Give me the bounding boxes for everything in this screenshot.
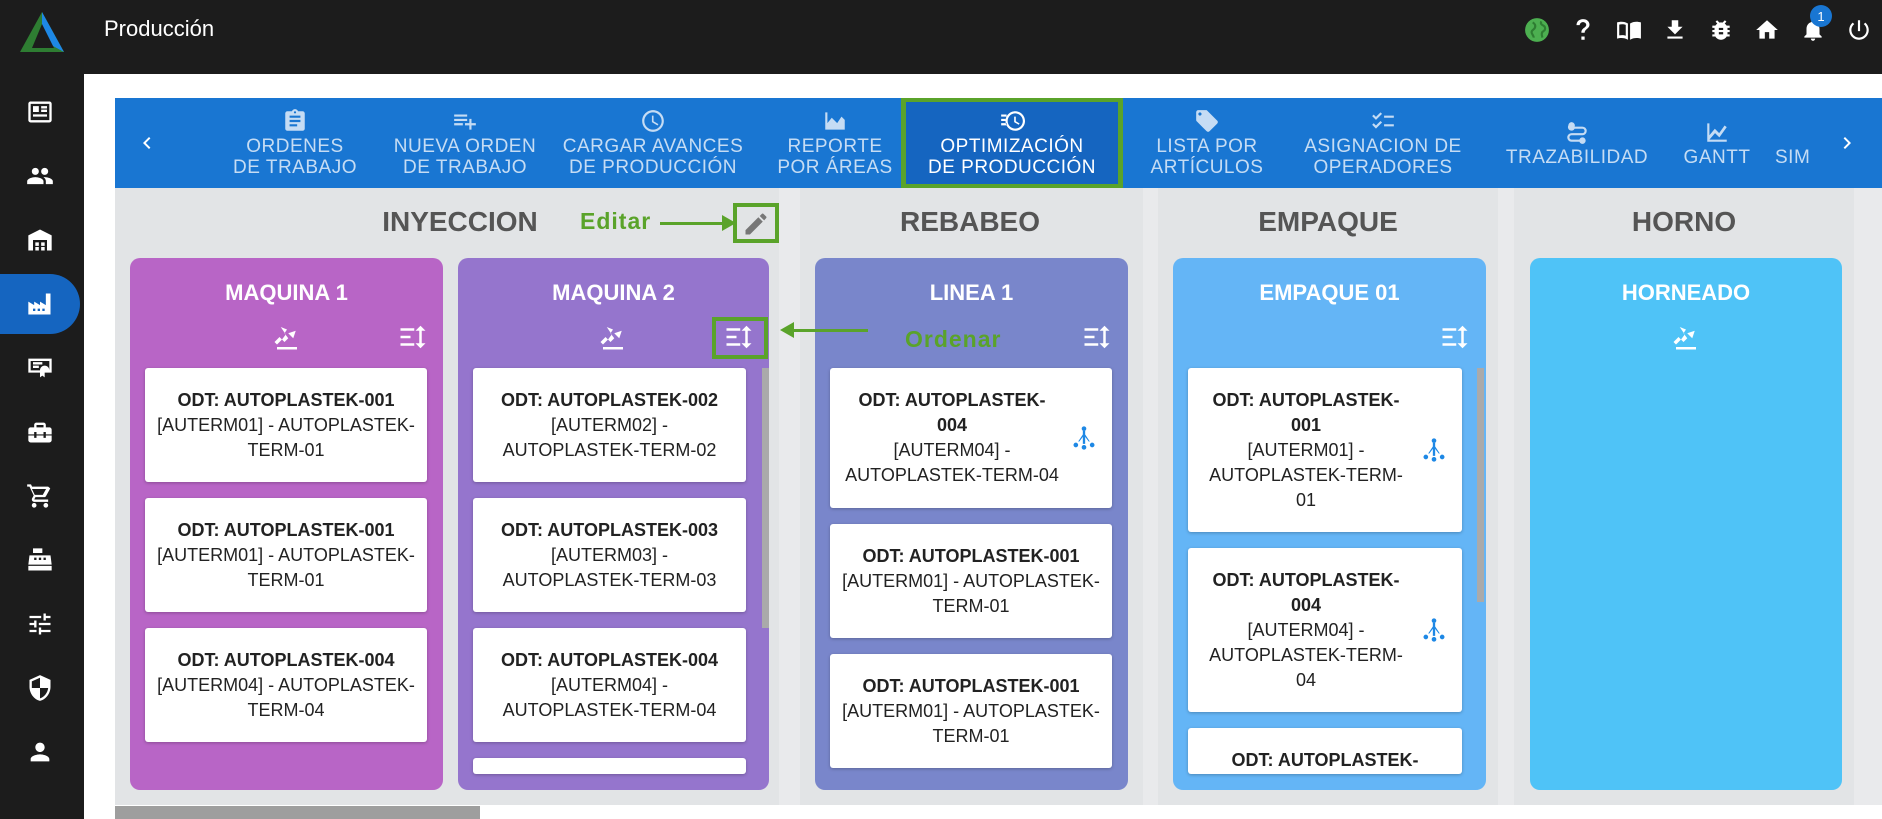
operator-machine-icon[interactable] (1671, 322, 1701, 352)
list-item[interactable]: ODT: AUTOPLASTEK-001 [AUTERM01] - AUTOPL… (830, 654, 1112, 768)
sidebar (0, 74, 84, 819)
machine-title: MAQUINA 1 (225, 280, 348, 305)
list-item[interactable]: ODT: AUTOPLASTEK- 004 [AUTERM04] -AUTOPL… (1188, 548, 1462, 712)
highlight-active-tab (901, 98, 1123, 188)
toolbox-icon[interactable] (0, 402, 80, 462)
top-bar: Producción 1 (0, 0, 1882, 74)
list-item[interactable]: ODT: AUTOPLASTEK- 004 [AUTERM04] -AUTOPL… (830, 368, 1112, 508)
area-title-inyeccion: INYECCION (382, 206, 538, 237)
sliders-icon[interactable] (0, 594, 80, 654)
app-logo[interactable] (18, 10, 66, 54)
checklist-icon (1372, 112, 1394, 129)
area-title-horno: HORNO (1631, 206, 1737, 237)
annotation-arrow (660, 222, 726, 225)
annotation-edit-label: Editar (580, 208, 652, 234)
globe-icon[interactable] (1514, 7, 1560, 53)
line-chart-icon (1707, 122, 1727, 142)
user-icon[interactable] (0, 722, 80, 782)
power-icon[interactable] (1836, 7, 1882, 53)
area-title-rebabeo: REBABEO (899, 206, 1040, 237)
scrollbar[interactable] (1477, 368, 1484, 602)
list-item[interactable]: ODT: AUTOPLASTEK-001 [AUTERM01] - AUTOPL… (830, 524, 1112, 638)
machine-column-horneado (1530, 258, 1842, 790)
page-title: Producción (104, 16, 215, 41)
hierarchy-icon[interactable] (1420, 436, 1448, 464)
tabs-scroll-left-icon[interactable] (127, 98, 167, 188)
operator-machine-icon[interactable] (598, 322, 628, 352)
highlight-edit-button (733, 203, 779, 243)
annotation-arrow-head (722, 215, 736, 231)
list-item[interactable]: ODT: AUTOPLASTEK- (1188, 728, 1462, 774)
list-item[interactable]: ODT: AUTOPLASTEK-003 [AUTERM03] -AUTOPLA… (473, 498, 746, 612)
home-icon[interactable] (1744, 7, 1790, 53)
sort-icon[interactable] (1440, 322, 1470, 352)
route-icon (1567, 121, 1587, 144)
warehouse-icon[interactable] (0, 210, 80, 270)
area-chart-icon (825, 112, 845, 130)
bug-icon[interactable] (1698, 7, 1744, 53)
download-icon[interactable] (1652, 7, 1698, 53)
list-item[interactable]: ODT: AUTOPLASTEK-004 [AUTERM04] -AUTOPLA… (473, 628, 746, 742)
clock-icon (642, 110, 664, 132)
machine-title: MAQUINA 2 (552, 280, 675, 305)
hierarchy-icon[interactable] (1420, 616, 1448, 644)
schedule-sort-icon (1001, 111, 1025, 131)
highlight-sort-button (712, 317, 768, 359)
operator-machine-icon[interactable] (272, 322, 302, 352)
shield-icon[interactable] (0, 658, 80, 718)
tab-sim[interactable]: SIM (1775, 146, 1811, 168)
cash-register-icon[interactable] (0, 530, 80, 590)
list-item[interactable]: ODT: AUTOPLASTEK-004 [AUTERM04] - AUTOPL… (145, 628, 427, 742)
tabs-scroll-right-icon[interactable] (1827, 98, 1867, 188)
edit-icon[interactable] (742, 210, 770, 238)
list-item[interactable]: ODT: AUTOPLASTEK-002 [AUTERM02] -AUTOPLA… (473, 368, 746, 482)
notification-badge: 1 (1810, 5, 1832, 27)
annotation-arrow-head (780, 322, 794, 338)
playlist-add-icon (454, 114, 476, 130)
sort-icon[interactable] (1082, 322, 1112, 352)
clipboard-icon (285, 109, 305, 131)
news-icon[interactable] (0, 82, 80, 142)
annotation-sort-label: Ordenar (905, 326, 1002, 352)
list-item[interactable]: ODT: AUTOPLASTEK- 001 [AUTERM01] -AUTOPL… (1188, 368, 1462, 532)
hierarchy-icon[interactable] (1070, 424, 1098, 452)
scrollbar[interactable] (762, 368, 769, 628)
machine-title: EMPAQUE 01 (1259, 280, 1400, 305)
book-icon[interactable] (1606, 7, 1652, 53)
list-item[interactable] (473, 758, 746, 774)
bell-icon[interactable]: 1 (1790, 5, 1836, 53)
sort-icon[interactable] (398, 322, 428, 352)
cart-icon[interactable] (0, 466, 80, 526)
horizontal-scrollbar[interactable] (115, 806, 480, 819)
list-item[interactable]: ODT: AUTOPLASTEK-001 [AUTERM01] - AUTOPL… (145, 368, 427, 482)
area-title-empaque: EMPAQUE (1258, 206, 1398, 237)
tab-gantt[interactable]: GANTT (1662, 98, 1772, 188)
help-icon[interactable] (1560, 7, 1606, 53)
header-actions: 1 (1514, 0, 1882, 60)
tag-icon (1196, 110, 1218, 132)
machine-title: HORNEADO (1621, 280, 1751, 305)
tab-trazabilidad[interactable]: TRAZABILIDAD (1487, 98, 1667, 188)
annotation-arrow (792, 329, 868, 332)
list-item[interactable]: ODT: AUTOPLASTEK-001 [AUTERM01] - AUTOPL… (145, 498, 427, 612)
machine-title: LINEA 1 (929, 280, 1014, 305)
sort-icon[interactable] (724, 322, 754, 352)
users-icon[interactable] (0, 146, 80, 206)
certificate-icon[interactable] (0, 338, 80, 398)
factory-icon[interactable] (0, 274, 80, 334)
